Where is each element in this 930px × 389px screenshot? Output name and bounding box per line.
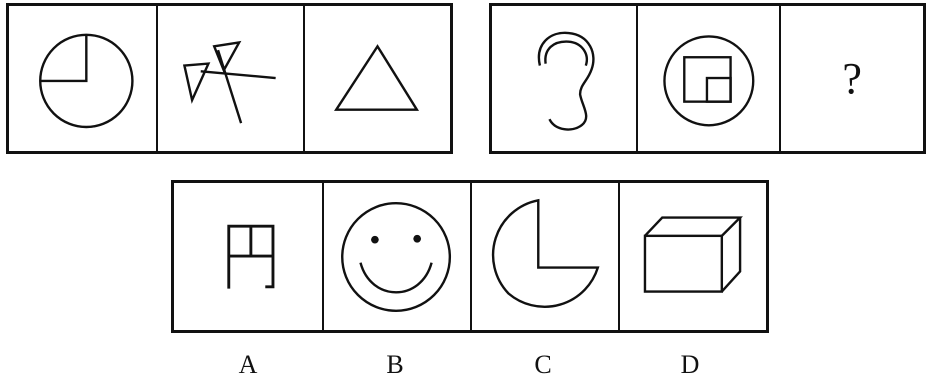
question-panel-right: ? (489, 3, 926, 154)
option-a-cell[interactable] (174, 183, 322, 330)
triangle-icon (305, 6, 450, 151)
triangle-fan-icon (158, 6, 303, 151)
option-label-a: A (228, 350, 268, 380)
circle-nested-squares-icon (638, 6, 780, 151)
figure-cell-5 (636, 6, 780, 151)
figure-cell-3 (303, 6, 450, 151)
pie-sector-icon (472, 183, 618, 330)
question-mark-cell: ? (779, 6, 923, 151)
question-mark: ? (842, 53, 862, 104)
option-label-b: B (375, 350, 415, 380)
cuboid-box-icon (620, 183, 766, 330)
smiley-face-icon (324, 183, 470, 330)
option-label-c: C (523, 350, 563, 380)
option-b-cell[interactable] (322, 183, 470, 330)
option-c-cell[interactable] (470, 183, 618, 330)
option-d-cell[interactable] (618, 183, 766, 330)
figure-cell-4 (492, 6, 636, 151)
options-panel (171, 180, 769, 333)
option-label-d: D (670, 350, 710, 380)
ear-icon (492, 6, 636, 151)
yuan-character-icon (174, 183, 322, 330)
figure-cell-2 (156, 6, 303, 151)
figure-cell-1 (9, 6, 156, 151)
question-panel-left (6, 3, 453, 154)
circle-quadrant-icon (9, 6, 156, 151)
